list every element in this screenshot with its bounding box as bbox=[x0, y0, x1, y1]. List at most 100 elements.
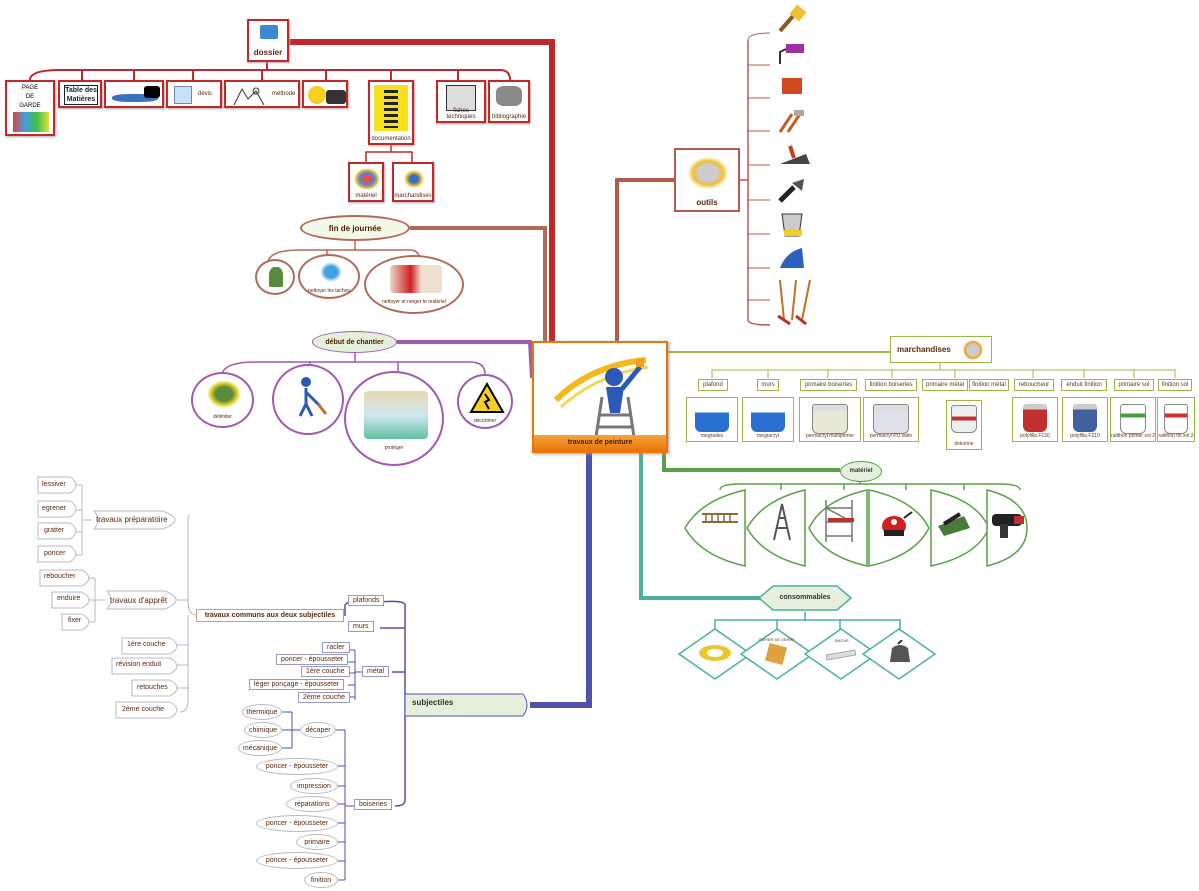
debut-chantier-node[interactable]: début de chantier bbox=[312, 331, 397, 353]
debut-item-sweeping[interactable] bbox=[272, 364, 344, 435]
product-permacryl-multiprimer[interactable]: permacryl multiprimer bbox=[799, 397, 861, 442]
boiseries-poncer-2[interactable]: poncer - épousseter bbox=[256, 815, 338, 832]
boiseries-reparations[interactable]: réparations bbox=[286, 796, 338, 812]
product-permacryl-pu-satin[interactable]: permacryl PU satin bbox=[863, 397, 919, 442]
table-matieres-node[interactable]: Table des Matières bbox=[58, 80, 102, 108]
cat-primaire-sol[interactable]: primaire sol bbox=[1114, 379, 1154, 391]
heat-gun-icon[interactable] bbox=[988, 506, 1028, 540]
methode-node[interactable]: méthode bbox=[224, 80, 300, 108]
materiel-node[interactable]: matériel bbox=[840, 461, 882, 482]
product-megradex[interactable]: megradex bbox=[686, 397, 738, 442]
other-revision-enduit[interactable]: révision enduit bbox=[116, 661, 162, 668]
appret-enduire[interactable]: enduire bbox=[57, 595, 81, 602]
cat-murs[interactable]: murs bbox=[757, 379, 779, 391]
step-ladder-icon[interactable] bbox=[768, 502, 796, 542]
debut-item-proteger[interactable]: protéger bbox=[344, 371, 444, 466]
central-node[interactable]: travaux de peinture bbox=[532, 341, 668, 453]
boiseries-poncer-1[interactable]: poncer - épousseter bbox=[256, 758, 338, 775]
product-primer-sol[interactable]: ralithon primer sol 2 bbox=[1110, 397, 1156, 442]
prep-poncer[interactable]: poncer bbox=[44, 550, 66, 557]
trash-bag-icon[interactable] bbox=[886, 640, 914, 666]
outils-node[interactable]: outils bbox=[674, 148, 740, 212]
boiseries-primaire[interactable]: primaire bbox=[296, 834, 338, 850]
sandpaper-node[interactable]: PAPIER DE VERRE bbox=[757, 637, 797, 669]
paint-roller-icon[interactable] bbox=[776, 38, 808, 66]
marchandises-doc-node[interactable]: marchandises bbox=[392, 162, 434, 202]
appret-fixer[interactable]: fixer bbox=[68, 617, 82, 624]
group-boiseries[interactable]: boiseries bbox=[354, 799, 393, 810]
fin-journee-node[interactable]: fin de journée bbox=[300, 215, 410, 241]
decaper-thermique[interactable]: thermique bbox=[242, 704, 282, 720]
group-metal[interactable]: métal bbox=[362, 666, 390, 677]
subjectiles-node[interactable]: subjectiles bbox=[412, 698, 454, 707]
prep-gratter[interactable]: gratter bbox=[44, 527, 65, 534]
cat-plafond[interactable]: plafond bbox=[698, 379, 728, 391]
scaffolding-icon[interactable] bbox=[822, 498, 858, 544]
camera-node[interactable] bbox=[302, 80, 348, 108]
group-plafonds[interactable]: plafonds bbox=[348, 595, 385, 606]
product-dekorine[interactable]: dekorine bbox=[946, 400, 982, 450]
travaux-appret-node[interactable]: travaux d'apprêt bbox=[110, 596, 168, 605]
page-de-garde-node[interactable]: PAGE DE GARDE bbox=[5, 80, 55, 136]
fin-item-nettoyer-ranger[interactable]: nettoyer et ranger le matériel bbox=[364, 255, 464, 314]
decaper-mecanique[interactable]: mécanique bbox=[238, 740, 282, 756]
product-polyfilla-f210[interactable]: polyfilla F210 bbox=[1062, 397, 1108, 442]
marchandises-node[interactable]: marchandises bbox=[890, 336, 992, 363]
cat-finition-metal[interactable]: finition métal bbox=[969, 379, 1009, 391]
devis-node[interactable]: devis bbox=[166, 80, 222, 108]
fin-item-cleaning-person[interactable] bbox=[255, 259, 295, 295]
debut-item-decortiner[interactable]: décortiner bbox=[457, 374, 513, 429]
boiseries-impression[interactable]: impression bbox=[290, 778, 338, 794]
brooms-icon[interactable] bbox=[776, 276, 814, 326]
cat-finition-sol[interactable]: finition sol bbox=[1158, 379, 1192, 391]
boiseries-finition[interactable]: finition bbox=[304, 872, 338, 888]
scraper-icon[interactable] bbox=[776, 175, 808, 205]
cat-primaire-metal[interactable]: primaire métal bbox=[922, 379, 968, 391]
product-polyfilla-f130[interactable]: polyfilla F130 bbox=[1012, 397, 1058, 442]
group-murs[interactable]: murs bbox=[348, 621, 374, 632]
fin-item-nettoyer-taches[interactable]: nettoyer les taches bbox=[298, 254, 360, 299]
metal-poncer[interactable]: poncer - épousseter bbox=[276, 654, 349, 665]
brush-icon[interactable] bbox=[776, 5, 808, 33]
debut-item-delimiter[interactable]: délimiter bbox=[191, 372, 254, 428]
orbital-sander-icon[interactable] bbox=[934, 506, 974, 538]
tarp-node[interactable]: BACHE bbox=[822, 638, 862, 668]
other-retouches[interactable]: retouches bbox=[137, 684, 168, 691]
bucket-icon[interactable] bbox=[776, 208, 808, 242]
sponge-icon[interactable] bbox=[776, 72, 808, 100]
metal-racler[interactable]: racler bbox=[322, 642, 350, 653]
cat-reboucheur[interactable]: reboucheur bbox=[1014, 379, 1054, 391]
other-2eme-couche[interactable]: 2ème couche bbox=[122, 706, 165, 713]
documentation-node[interactable]: documentation bbox=[368, 80, 414, 145]
decaper-chimique[interactable]: chimique bbox=[244, 722, 282, 738]
travaux-preparatoire-node[interactable]: travaux préparatoire bbox=[96, 515, 168, 524]
fiches-techniques-node[interactable]: fiches techniques bbox=[436, 80, 486, 123]
boiseries-decaper[interactable]: décaper bbox=[300, 722, 336, 738]
bibliographie-node[interactable]: bibliographie bbox=[488, 80, 530, 123]
consommables-node[interactable]: consommables bbox=[779, 594, 831, 601]
ladder-icon[interactable] bbox=[700, 510, 740, 526]
metal-1ere-couche[interactable]: 1ère couche bbox=[301, 666, 350, 677]
dustpan-icon[interactable] bbox=[776, 244, 808, 272]
spatulas-icon[interactable] bbox=[776, 106, 808, 134]
trowel-icon[interactable] bbox=[776, 140, 812, 170]
product-megracryl[interactable]: megracryl bbox=[742, 397, 794, 442]
marchandises-doc-label: marchandises bbox=[394, 193, 432, 199]
prep-egrener[interactable]: egrener bbox=[42, 505, 67, 512]
vacuum-cleaner-icon[interactable] bbox=[878, 508, 914, 538]
product-fin-sol[interactable]: ralithon fin sol 2 bbox=[1157, 397, 1195, 442]
cat-enduit-finition[interactable]: enduit finition bbox=[1061, 379, 1107, 391]
materiel-doc-node[interactable]: matériel bbox=[348, 162, 384, 202]
masking-tape-icon[interactable] bbox=[697, 642, 733, 664]
appret-reboucher[interactable]: reboucher bbox=[44, 573, 76, 580]
metal-leger-poncage[interactable]: léger ponçage - épousseter bbox=[249, 679, 345, 690]
bus-node[interactable] bbox=[104, 80, 164, 108]
other-1ere-couche[interactable]: 1ère couche bbox=[127, 641, 166, 648]
metal-2eme-couche[interactable]: 2ème couche bbox=[298, 692, 351, 703]
cat-finition-boiseries[interactable]: finition boiseries bbox=[865, 379, 917, 391]
prep-lessiver[interactable]: lessiver bbox=[42, 481, 66, 488]
boiseries-poncer-3[interactable]: poncer - épousseter bbox=[256, 852, 338, 869]
dossier-node[interactable]: dossier bbox=[247, 19, 289, 62]
cat-primaire-boiseries[interactable]: primaire boiseries bbox=[800, 379, 857, 391]
travaux-communs-node[interactable]: travaux communs aux deux subjectiles bbox=[196, 609, 344, 622]
